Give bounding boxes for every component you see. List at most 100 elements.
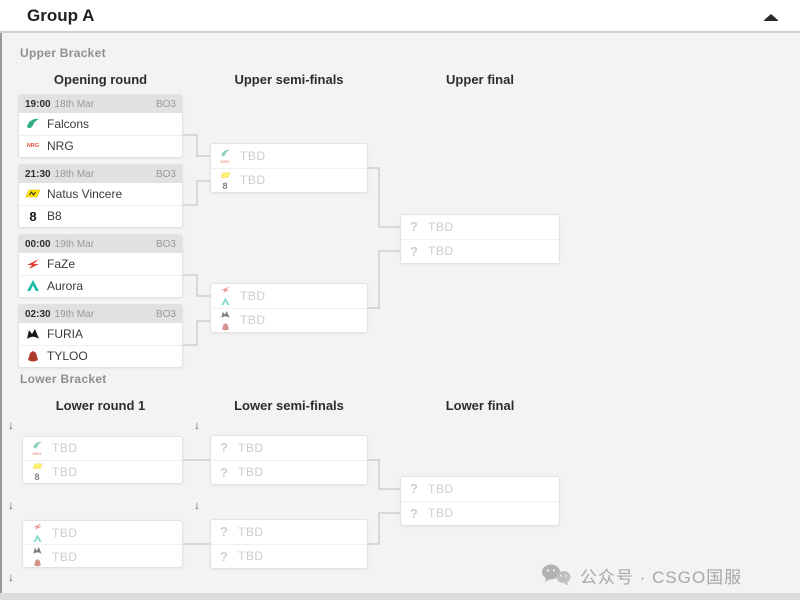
bracket-connector (368, 167, 378, 169)
tbd-label: TBD (52, 525, 78, 540)
tbd-slot: ? TBD (211, 459, 367, 485)
bracket-connector (378, 512, 400, 514)
team-name: FaZe (47, 256, 76, 271)
bracket-connector (378, 226, 400, 228)
bracket-connector (368, 307, 378, 309)
navi-icon (25, 186, 41, 202)
team-name: Falcons (47, 116, 90, 131)
match-upper-sf2: TBD TBD (210, 283, 368, 333)
bracket-connector (183, 274, 196, 276)
bracket-connector (183, 459, 210, 461)
match-format: BO3 (155, 238, 176, 250)
b8-icon: 8 (29, 208, 37, 224)
tbd-slot: NRG TBD (211, 144, 367, 168)
tbd-label: TBD (428, 481, 454, 496)
team-row-faze[interactable]: FaZe (19, 253, 182, 275)
falcons-nrg-faded-icons: NRG (29, 440, 45, 456)
bracket-connector (378, 250, 380, 309)
tbd-slot: TBD (23, 544, 182, 568)
drop-down-arrow-icon: ↓ (194, 498, 200, 512)
team-row-navi[interactable]: Natus Vincere (19, 183, 182, 205)
match-lower-sf1: ? TBD ? TBD (210, 435, 368, 485)
match-format: BO3 (155, 168, 176, 180)
col-lower-semifinals: Lower semi-finals (234, 398, 344, 413)
question-icon: ? (410, 481, 418, 497)
tbd-slot: 8 TBD (23, 459, 182, 484)
bracket-connector (378, 459, 380, 490)
match-upper-m2: 21:30 18th Mar BO3 Natus Vincere 8 B8 (18, 164, 183, 228)
bracket-connector (196, 180, 210, 182)
match-date: 18th Mar (54, 168, 95, 180)
question-icon: ? (220, 440, 228, 456)
bracket-connector (196, 155, 210, 157)
match-upper-m1: 19:00 18th Mar BO3 Falcons NRG NRG (18, 94, 183, 158)
match-time: 19:00 (25, 98, 51, 110)
tbd-slot: ? TBD (211, 543, 367, 569)
match-header: 00:00 19th Mar BO3 (19, 235, 182, 253)
bracket-connector (183, 344, 196, 346)
furia-tyloo-faded-icons (29, 545, 45, 568)
tbd-label: TBD (240, 148, 266, 163)
bracket-connector (196, 134, 198, 157)
team-row-b8[interactable]: 8 B8 (19, 204, 182, 228)
question-icon: ? (410, 505, 418, 521)
team-name: FURIA (47, 326, 83, 341)
tbd-slot: ? TBD (401, 215, 559, 239)
team-name: Aurora (47, 279, 84, 294)
bracket-connector (378, 250, 400, 252)
bracket-connector (183, 543, 210, 545)
match-upper-final: ? TBD ? TBD (400, 214, 560, 264)
tbd-label: TBD (240, 288, 266, 303)
col-opening-round: Opening round (53, 72, 148, 87)
drop-down-arrow-icon: ↓ (8, 570, 14, 584)
wechat-icon (540, 562, 572, 588)
tbd-slot: ? TBD (211, 520, 367, 544)
bracket-connector (196, 274, 198, 297)
match-upper-sf1: NRG TBD 8 TBD (210, 143, 368, 193)
tbd-label: TBD (428, 506, 454, 521)
tbd-label: TBD (240, 173, 266, 188)
tbd-slot: ? TBD (401, 500, 559, 526)
drop-down-arrow-icon: ↓ (194, 418, 200, 432)
lower-bracket-label: Lower Bracket (20, 372, 107, 386)
match-date: 19th Mar (54, 308, 95, 320)
team-row-aurora[interactable]: Aurora (19, 274, 182, 298)
match-header: 21:30 18th Mar BO3 (19, 165, 182, 183)
drop-down-arrow-icon: ↓ (8, 418, 14, 432)
bracket-connector (368, 459, 378, 461)
tbd-slot: ? TBD (401, 477, 559, 501)
tbd-label: TBD (52, 549, 78, 564)
left-edge-divider (0, 33, 2, 600)
tbd-slot: TBD (211, 307, 367, 333)
question-icon: ? (410, 243, 418, 259)
tbd-slot: 8 TBD (211, 167, 367, 193)
team-row-tyloo[interactable]: TYLOO (19, 344, 182, 368)
question-icon: ? (220, 464, 228, 480)
col-lower-final: Lower final (445, 398, 515, 413)
tbd-label: TBD (428, 244, 454, 259)
match-format: BO3 (155, 98, 176, 110)
team-name: B8 (47, 209, 62, 224)
tyloo-icon (25, 348, 41, 364)
nrg-icon: NRG (26, 142, 40, 149)
tbd-label: TBD (428, 219, 454, 234)
group-title: Group A (27, 6, 95, 25)
team-row-falcons[interactable]: Falcons (19, 113, 182, 135)
team-row-furia[interactable]: FURIA (19, 323, 182, 345)
furia-tyloo-faded-icons (217, 309, 233, 332)
collapse-caret-icon[interactable] (763, 14, 779, 21)
match-lower-r1m2: TBD TBD (22, 520, 183, 568)
faze-aurora-faded-icons (29, 521, 45, 544)
furia-icon (25, 326, 41, 342)
team-name: Natus Vincere (47, 186, 123, 201)
team-row-nrg[interactable]: NRG NRG (19, 134, 182, 158)
match-format: BO3 (155, 308, 176, 320)
match-header: 19:00 18th Mar BO3 (19, 95, 182, 113)
question-icon: ? (410, 219, 418, 235)
tbd-slot: TBD (211, 284, 367, 308)
bracket-connector (183, 134, 196, 136)
bracket-connector (378, 167, 380, 228)
bracket-connector (196, 295, 210, 297)
navi-b8-faded-icons: 8 (29, 461, 45, 482)
tbd-slot: TBD (23, 521, 182, 544)
